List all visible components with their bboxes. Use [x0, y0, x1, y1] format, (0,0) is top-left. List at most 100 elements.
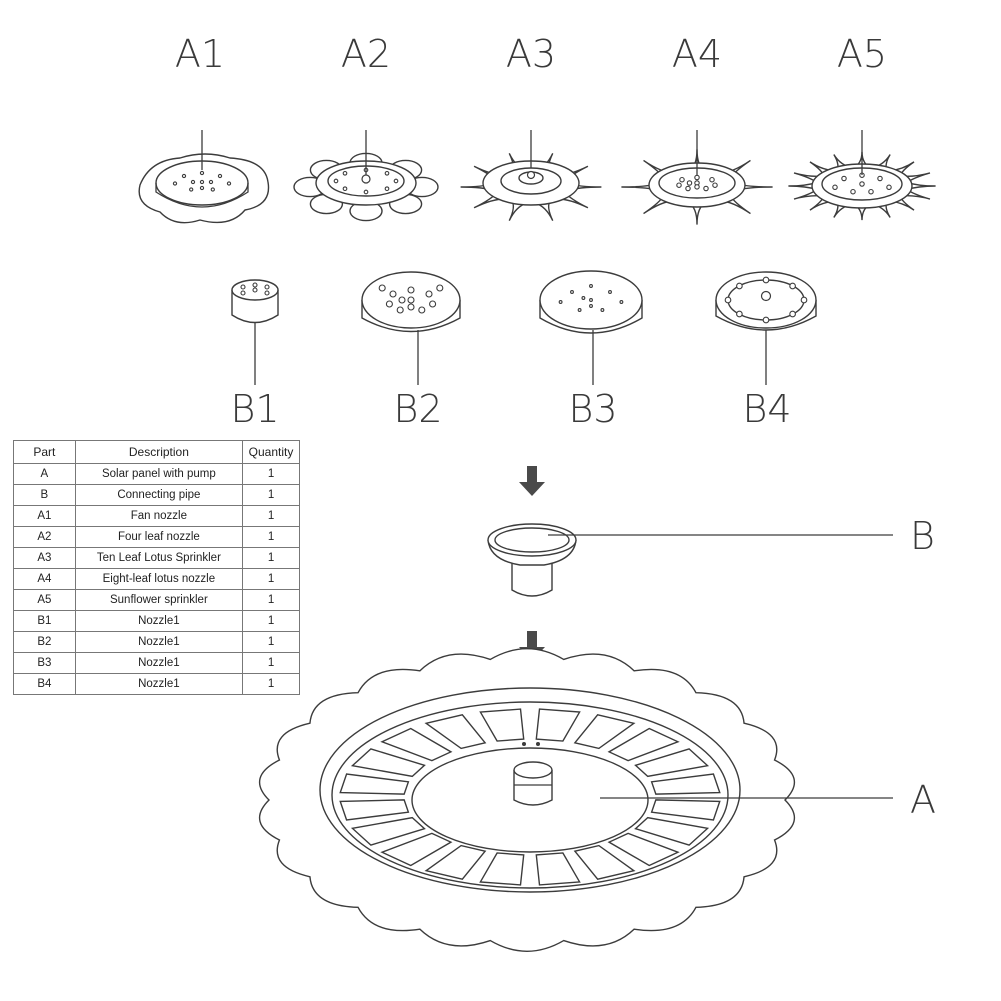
b4-hole: [736, 282, 743, 290]
cell-quantity: 1: [242, 463, 300, 485]
vent-dot: [522, 742, 526, 746]
b3-hole: [589, 298, 593, 302]
eight-leaf-hole: [709, 176, 715, 183]
pipe-rim-inner: [494, 527, 570, 553]
b2-hole: [436, 284, 444, 292]
cell-description: Fan nozzle: [74, 505, 244, 527]
label-solar-panel: A: [910, 778, 936, 822]
solar-cell: [380, 832, 453, 867]
sunflower-hole: [877, 175, 883, 182]
fan-nozzle-hole: [172, 181, 178, 186]
cell-part: A1: [13, 505, 76, 527]
label-B4: B4: [742, 387, 792, 431]
cell-quantity: 1: [242, 505, 300, 527]
header-part: Part: [13, 440, 76, 464]
cell-quantity: 1: [242, 484, 300, 506]
label-A2: A2: [340, 32, 392, 76]
cell-quantity: 1: [242, 568, 300, 590]
solar-cell: [339, 773, 410, 795]
b2-hole: [396, 306, 404, 314]
cell-quantity: 1: [242, 610, 300, 632]
cell-part: B: [13, 484, 76, 506]
b2-hole: [418, 306, 426, 314]
b3-hole: [570, 290, 574, 294]
label-A5: A5: [836, 32, 888, 76]
solar-cell: [479, 708, 525, 742]
solar-cell: [650, 773, 721, 795]
sunflower-hole: [841, 175, 847, 182]
b4-hole: [789, 310, 796, 318]
four-leaf-hole: [333, 178, 339, 184]
b3-hole: [558, 300, 563, 304]
cell-quantity: 1: [242, 652, 300, 674]
cell-description: Sunflower sprinkler: [74, 589, 244, 611]
solar-cell: [573, 844, 636, 881]
b1-hole: [264, 284, 270, 290]
fan-nozzle-hole: [199, 170, 205, 176]
eight-leaf-hole: [679, 176, 685, 183]
b1-hole: [240, 284, 246, 290]
fan-nozzle-hole: [181, 173, 187, 179]
cell-part: A5: [13, 589, 76, 611]
b4-hub: [760, 290, 772, 302]
solar-cell: [607, 727, 680, 762]
fan-nozzle-hole: [199, 179, 205, 185]
eight-leaf-hole: [676, 182, 682, 188]
fan-nozzle-hole: [210, 187, 215, 192]
label-A3: A3: [505, 32, 557, 76]
b2-hole: [425, 290, 433, 298]
cell-quantity: 1: [242, 526, 300, 548]
cell-part: A2: [13, 526, 76, 548]
eight-leaf-hole: [712, 182, 718, 188]
fan-nozzle-hole: [190, 179, 196, 185]
b2-hole: [407, 286, 415, 294]
cell-part: A4: [13, 568, 76, 590]
solar-cell: [339, 799, 410, 821]
b2-hole: [407, 303, 415, 311]
cell-quantity: 1: [242, 589, 300, 611]
b1-hole: [252, 282, 258, 288]
eight-leaf-hole: [694, 174, 700, 181]
cell-part: B3: [13, 652, 76, 674]
b2-hole: [429, 300, 437, 308]
four-leaf-hole: [384, 170, 390, 176]
b1-hole: [252, 287, 258, 293]
solar-cell: [634, 816, 710, 846]
b2-hole: [385, 300, 393, 308]
fan-nozzle-hole: [208, 179, 214, 185]
b3-hole: [581, 296, 586, 300]
header-quantity: Quantity: [242, 440, 300, 464]
cell-description: Ten Leaf Lotus Sprinkler: [74, 547, 244, 569]
sunflower-hole: [868, 188, 874, 195]
b2-hole: [407, 296, 415, 304]
fan-nozzle-hole: [199, 185, 205, 191]
four-leaf-hole: [363, 189, 369, 195]
b3-hole: [600, 308, 605, 312]
header-description: Description: [74, 440, 244, 464]
sunflower-hole: [850, 188, 856, 195]
solar-cell: [380, 727, 453, 762]
sunflower-hole: [886, 184, 892, 191]
four-leaf-hole: [384, 186, 390, 192]
label-B3: B3: [568, 387, 618, 431]
solar-cell: [350, 748, 426, 778]
solar-cell: [573, 713, 636, 750]
b1-hole: [240, 290, 246, 296]
b3-hole: [619, 300, 624, 304]
label-B2: B2: [393, 387, 443, 431]
ten-leaf-tip: [526, 170, 536, 180]
solar-cell: [535, 852, 581, 886]
four-leaf-hole: [393, 178, 399, 184]
cell-quantity: 1: [242, 547, 300, 569]
b4-hole: [736, 310, 743, 318]
solar-cell: [607, 832, 680, 867]
